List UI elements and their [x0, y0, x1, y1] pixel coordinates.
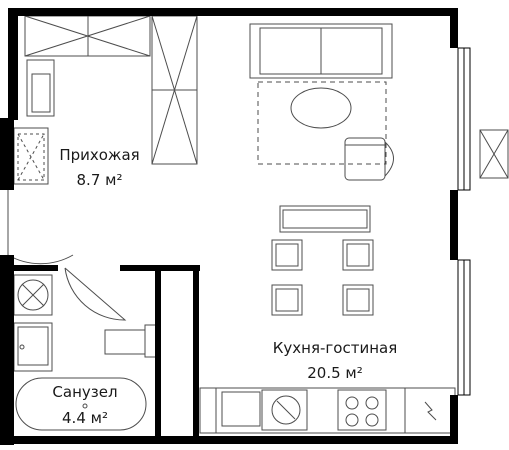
bathroom-door: [64, 267, 127, 321]
washing-machine: [13, 274, 53, 316]
armchair: [344, 137, 394, 181]
room-name-hallway: Прихожая: [59, 146, 140, 164]
wardrobe-vertical: [151, 15, 198, 165]
bathtub: [15, 377, 147, 431]
shoe-cabinet: [13, 127, 49, 185]
entrance-door: [7, 190, 74, 265]
kitchen-counter: [199, 387, 456, 434]
room-area-bathroom: 4.4 м²: [62, 409, 108, 427]
ventilation-unit: [479, 129, 509, 179]
sink: [13, 322, 53, 372]
room-area-kitchen-living: 20.5 м²: [307, 364, 363, 382]
dining-set: [271, 205, 374, 316]
rug: [257, 81, 387, 165]
walls: [0, 8, 458, 445]
bench: [26, 59, 55, 117]
wardrobe: [24, 15, 151, 57]
sofa: [249, 23, 393, 79]
windows: [457, 47, 471, 396]
room-name-kitchen-living: Кухня-гостиная: [272, 339, 398, 357]
room-name-bathroom: Санузел: [52, 383, 118, 401]
coffee-table: [290, 87, 352, 129]
toilet: [104, 324, 158, 358]
room-area-hallway: 8.7 м²: [76, 171, 123, 189]
